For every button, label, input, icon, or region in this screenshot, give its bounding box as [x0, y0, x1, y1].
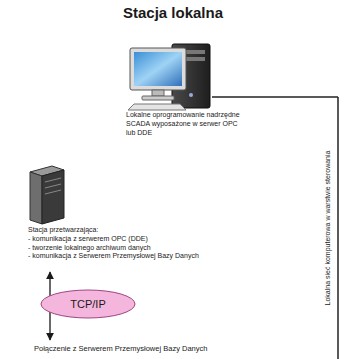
protocol-label: TCP/IP	[70, 298, 105, 310]
caption-text: - komunikacja z serwerem OPC (DDE)	[28, 235, 218, 244]
caption-text: Lokalne oprogramowanie nadrzędne SCADA w…	[126, 111, 248, 137]
caption-text: - komunikacja z Serwerem Przemysłowej Ba…	[28, 252, 218, 261]
station-caption: Stacja przetwarzająca:- komunikacja z se…	[28, 226, 218, 261]
tcp-ellipse: TCP/IP	[40, 289, 136, 319]
network-label: Lokalna sieć komputerowa w warstwie ster…	[324, 151, 331, 306]
network-line	[212, 96, 338, 98]
connection-label: Połączenie z Serwerem Przemysłowej Bazy …	[34, 344, 207, 353]
monitor	[128, 48, 186, 110]
caption-text: Stacja przetwarzająca:	[28, 226, 218, 235]
diagram-title: Stacja lokalna	[0, 4, 346, 21]
network-line	[337, 97, 339, 359]
ellipse-shape	[41, 290, 135, 318]
server	[30, 166, 64, 224]
computer-caption: Lokalne oprogramowanie nadrzędne SCADA w…	[126, 111, 248, 137]
caption-text: - tworzenie lokalnego archiwum danych	[28, 244, 218, 253]
